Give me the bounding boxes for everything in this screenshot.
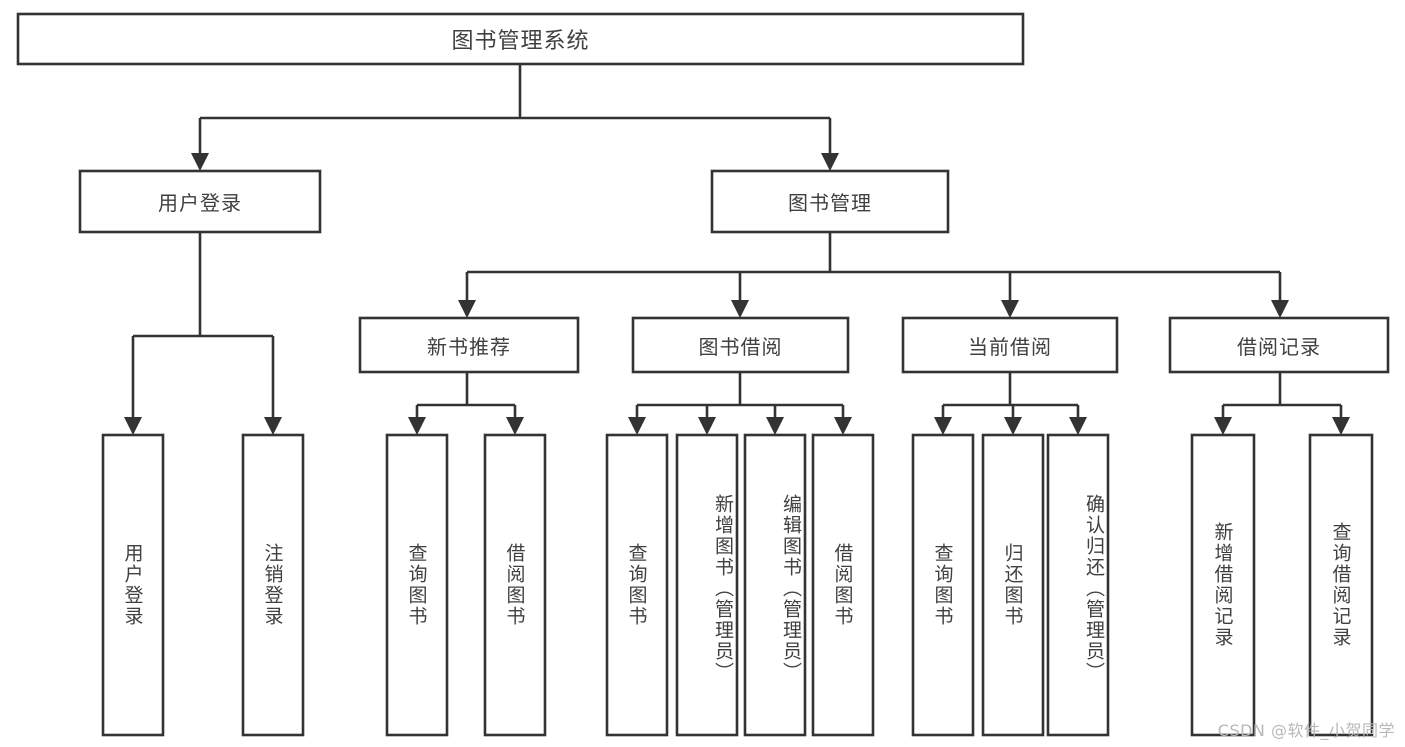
node-box-leaf-new-book-1[interactable] <box>483 433 547 737</box>
node-box-leaf-current-borrow-1[interactable] <box>981 433 1045 737</box>
node-box-user-login[interactable] <box>78 169 322 234</box>
node-box-new-book-recommend[interactable] <box>358 316 580 374</box>
node-box-leaf-book-borrow-1[interactable] <box>675 433 739 737</box>
node-box-leaf-book-borrow-3[interactable] <box>811 433 875 737</box>
node-box-leaf-new-book-0[interactable] <box>385 433 449 737</box>
node-box-leaf-current-borrow-0[interactable] <box>911 433 975 737</box>
node-box-borrow-record[interactable] <box>1168 316 1390 374</box>
watermark-label: CSDN @软件_小贺同学 <box>1217 721 1395 740</box>
node-box-leaf-borrow-record-0[interactable] <box>1190 433 1256 737</box>
node-box-leaf-user-login-1[interactable] <box>241 433 305 737</box>
node-box-leaf-borrow-record-1[interactable] <box>1308 433 1374 737</box>
node-box-leaf-book-borrow-0[interactable] <box>605 433 669 737</box>
node-box-book-management[interactable] <box>710 169 950 234</box>
node-box-root[interactable] <box>16 12 1025 66</box>
node-box-current-borrow[interactable] <box>901 316 1119 374</box>
node-box-leaf-user-login-0[interactable] <box>101 433 165 737</box>
node-box-leaf-book-borrow-2[interactable] <box>743 433 807 737</box>
node-box-book-borrow[interactable] <box>631 316 850 374</box>
node-box-leaf-current-borrow-2[interactable] <box>1046 433 1110 737</box>
